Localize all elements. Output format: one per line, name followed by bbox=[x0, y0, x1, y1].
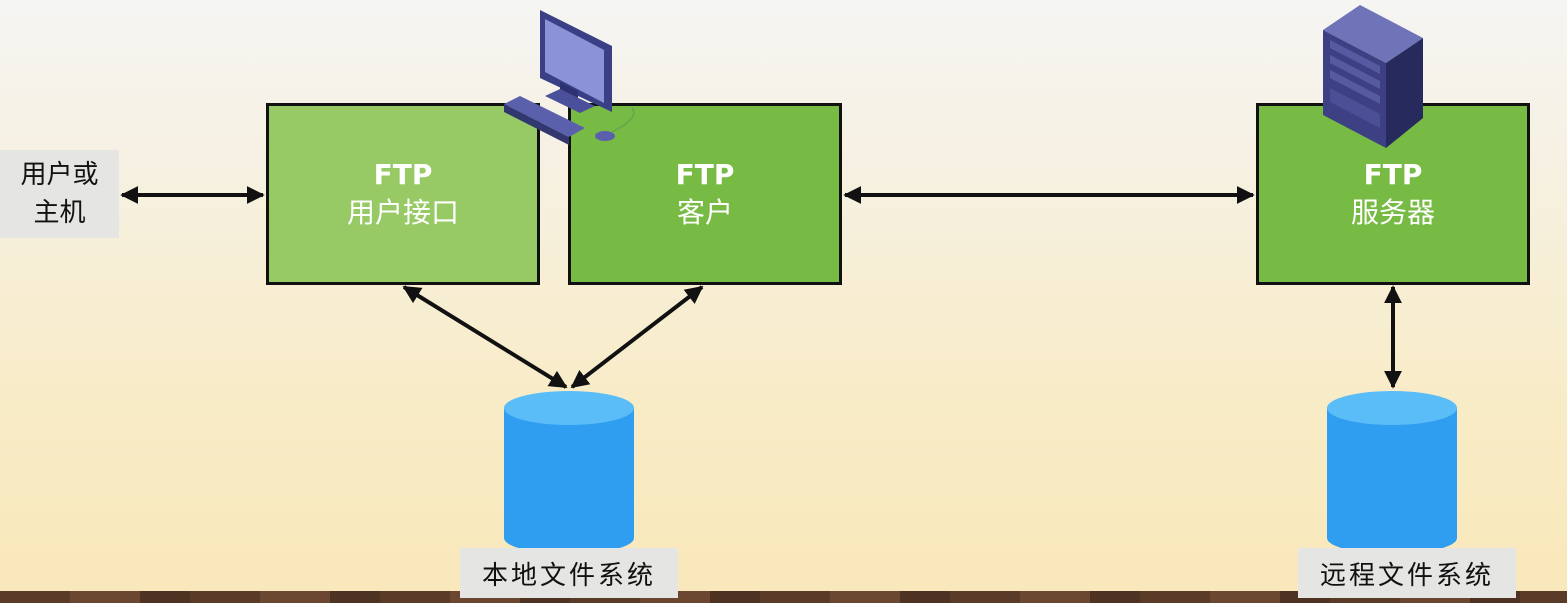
ftp-server-title: FTP bbox=[1363, 158, 1423, 191]
ftp-client-subtitle: 客户 bbox=[676, 196, 733, 229]
ftp-user-interface-box: FTP 用户接口 bbox=[266, 103, 540, 285]
ftp-user-interface-subtitle: 用户接口 bbox=[346, 196, 459, 229]
user-or-host-label: 用户或 主机 bbox=[0, 150, 119, 238]
ftp-server-subtitle: 服务器 bbox=[1350, 196, 1435, 229]
ftp-user-interface-title: FTP bbox=[373, 158, 433, 191]
user-label-line1: 用户或 bbox=[20, 160, 99, 190]
floor-strip bbox=[0, 591, 1567, 603]
local-file-system-label: 本地文件系统 bbox=[460, 548, 678, 598]
ftp-client-box: FTP 客户 bbox=[568, 103, 842, 285]
ftp-client-title: FTP bbox=[675, 158, 735, 191]
user-label-line2: 主机 bbox=[33, 198, 86, 228]
arrow-client-to-local-fs bbox=[570, 285, 704, 389]
arrow-interface-to-local-fs bbox=[402, 285, 568, 389]
remote-file-system-label: 远程文件系统 bbox=[1298, 548, 1516, 598]
